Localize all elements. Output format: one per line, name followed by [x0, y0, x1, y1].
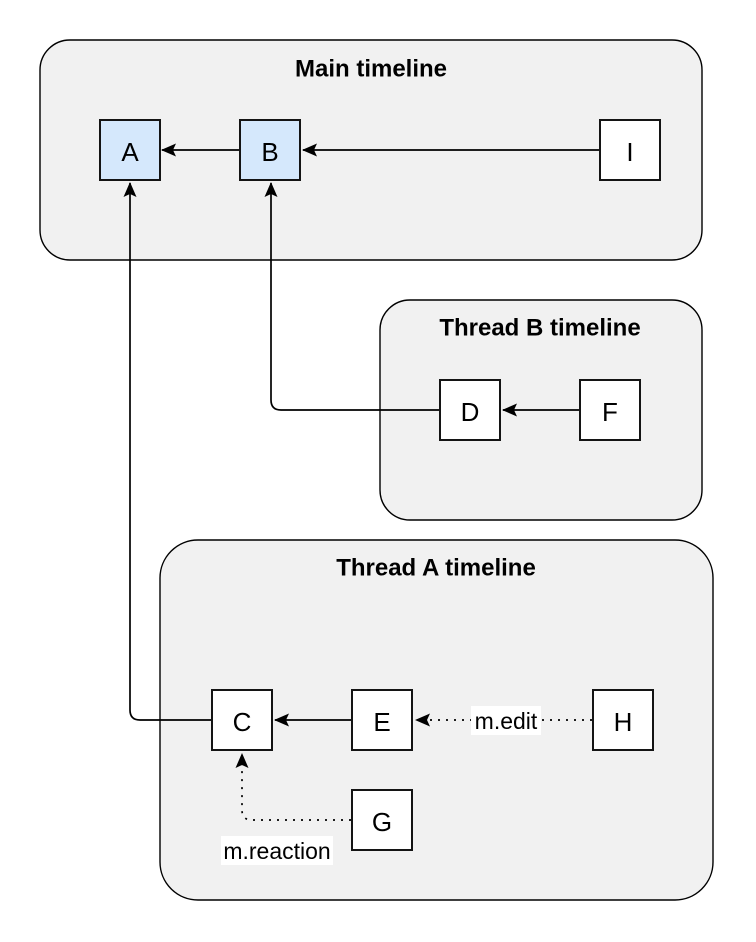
node-i-box — [599, 119, 661, 181]
node-f: F — [579, 379, 641, 441]
node-h-label: H — [614, 707, 633, 737]
node-g-box — [351, 789, 413, 851]
node-c: C — [211, 689, 273, 751]
edge-label-m-reaction: m.reaction — [221, 836, 333, 865]
node-i-label: I — [626, 137, 633, 167]
m-edit-label: m.edit — [475, 708, 538, 734]
edge-label-m-edit: m.edit — [471, 706, 541, 735]
node-a-box — [99, 119, 161, 181]
node-g-label: G — [372, 807, 392, 837]
node-g: G — [351, 789, 413, 851]
node-e-box — [351, 689, 413, 751]
main-timeline-title: Main timeline — [295, 56, 447, 83]
node-d: D — [439, 379, 501, 441]
m-reaction-label: m.reaction — [223, 838, 330, 864]
node-a: A — [99, 119, 161, 181]
node-d-box — [439, 379, 501, 441]
node-e-label: E — [373, 707, 390, 737]
node-c-label: C — [233, 707, 252, 737]
edge-c-to-a — [123, 182, 211, 721]
edge-d-to-b — [264, 182, 440, 411]
node-d-label: D — [461, 397, 480, 427]
node-a-label: A — [121, 137, 139, 167]
node-f-label: F — [602, 397, 618, 427]
node-f-box — [579, 379, 641, 441]
node-h: H — [592, 689, 654, 751]
node-h-box — [592, 689, 654, 751]
thread-b-timeline-title: Thread B timeline — [439, 315, 640, 342]
thread-a-timeline-title: Thread A timeline — [336, 555, 536, 582]
node-b-box — [239, 119, 301, 181]
m-edit-label-background — [471, 706, 541, 735]
node-b: B — [239, 119, 301, 181]
m-reaction-label-background — [221, 836, 333, 865]
node-e: E — [351, 689, 413, 751]
node-i: I — [599, 119, 661, 181]
node-c-box — [211, 689, 273, 751]
node-b-label: B — [261, 137, 278, 167]
